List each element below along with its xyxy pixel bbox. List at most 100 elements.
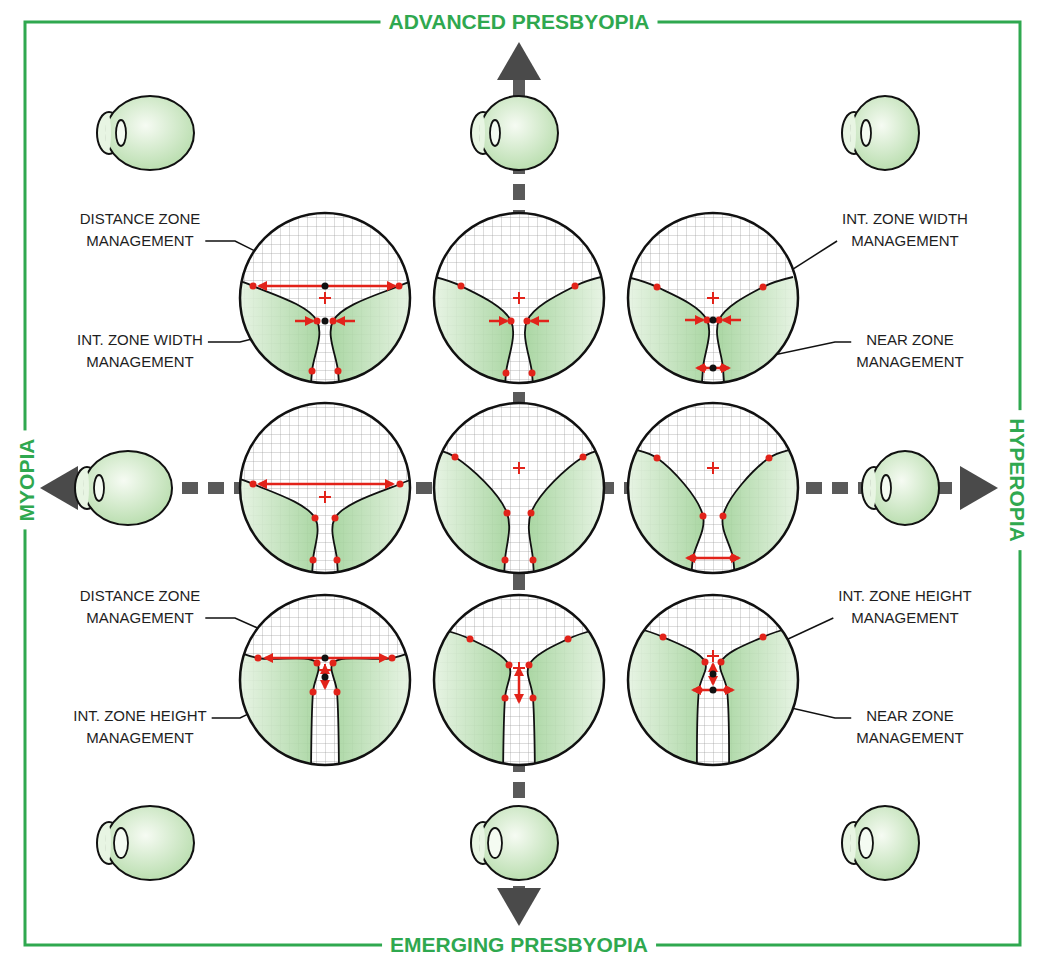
lens-zone [419, 629, 510, 780]
zone-point [314, 660, 321, 667]
zone-arrow [723, 319, 741, 322]
drawing-part [419, 403, 619, 588]
zone-point [530, 695, 537, 702]
lens-outline [240, 595, 410, 765]
drawing-part [83, 469, 89, 507]
zone-point [730, 555, 737, 562]
zone-point [503, 370, 510, 377]
zone-point [334, 557, 341, 564]
drawing-part [613, 213, 813, 398]
lens-diagrams [223, 213, 813, 780]
drawing-part [881, 475, 891, 501]
drawing-part [116, 120, 126, 146]
drawing-part [871, 451, 939, 525]
zone-point [389, 655, 396, 662]
eyeball-icon [842, 96, 919, 170]
callout-point [710, 317, 717, 324]
callout-label: INT. ZONE HEIGHT MANAGEMENT [830, 585, 980, 629]
fitting-cross [707, 462, 719, 474]
drawing-part [497, 888, 541, 926]
callout-label: NEAR ZONE MANAGEMENT [835, 329, 985, 373]
zone-arrow [259, 483, 393, 486]
zone-point [310, 557, 317, 564]
drawing-part [850, 114, 856, 152]
zone-point [332, 515, 339, 522]
lens-diagram [419, 403, 619, 588]
zone-point [700, 513, 707, 520]
lens-diagram [223, 213, 429, 398]
zone-point [720, 513, 727, 520]
axis-label: EMERGING PRESBYOPIA [382, 932, 656, 958]
drawing-part [105, 114, 111, 152]
zone-point [760, 634, 767, 641]
eyeball-icons [75, 96, 939, 880]
eyeball-icon [471, 96, 558, 170]
drawing-part [850, 824, 856, 862]
eyeball-icon [862, 451, 939, 525]
zone-point [250, 481, 257, 488]
eyeball-icon [75, 451, 172, 525]
lens-outline [628, 595, 798, 765]
drawing-part [480, 806, 558, 880]
drawing-part [225, 595, 425, 780]
lens-outline [628, 213, 798, 383]
lens-zone [613, 627, 706, 780]
zone-arrow [489, 320, 507, 323]
lens-diagram [419, 595, 619, 780]
lens-diagram [613, 213, 813, 398]
lens-diagram [223, 403, 430, 588]
drawing-part [240, 403, 410, 573]
callout-point [322, 283, 329, 290]
lens-zone [722, 448, 813, 588]
fitting-cross [319, 491, 331, 503]
drawing-part [419, 595, 619, 780]
zone-point [458, 283, 465, 290]
lens-zone [528, 629, 619, 780]
zone-arrow [518, 668, 521, 702]
zone-point [330, 660, 337, 667]
drawing-part [613, 595, 813, 780]
zone-point [310, 689, 317, 696]
callout-label: INT. ZONE WIDTH MANAGEMENT [65, 329, 215, 373]
drawing-part [40, 466, 78, 510]
zone-boundary [440, 629, 510, 780]
drawing-part [859, 828, 873, 858]
zone-point [396, 283, 403, 290]
lens-diagram [225, 595, 425, 780]
lens-zone [613, 448, 704, 588]
zone-point [502, 557, 509, 564]
fitting-cross [319, 292, 331, 304]
lens-outline [240, 403, 410, 573]
zone-point [580, 454, 587, 461]
zone-boundary [633, 627, 706, 780]
callout-point [322, 674, 329, 681]
drawing-part [114, 828, 128, 858]
drawing-part [84, 451, 172, 525]
drawing-part [479, 114, 485, 152]
zone-point [335, 368, 342, 375]
lens-diagram [419, 213, 619, 398]
zone-point [314, 318, 321, 325]
zone-arrow [337, 320, 355, 323]
lens-outline [434, 595, 604, 765]
callout-point [710, 687, 717, 694]
zone-point [312, 515, 319, 522]
zone-point [704, 317, 711, 324]
zone-point [255, 655, 262, 662]
drawing-part [497, 42, 541, 80]
zone-point [528, 510, 535, 517]
zone-point [504, 510, 511, 517]
lens-outline [240, 213, 410, 383]
zone-point [524, 318, 531, 325]
eyeball-icon [97, 806, 194, 880]
zone-point [250, 283, 257, 290]
zone-arrow [295, 320, 313, 323]
drawing-part [851, 806, 919, 880]
eyeball-icon [97, 96, 194, 170]
zone-point [724, 687, 731, 694]
zone-point [309, 368, 316, 375]
drawing-part [105, 824, 111, 862]
callout-point [710, 365, 717, 372]
zone-point [565, 636, 572, 643]
axis-label: MYOPIA [14, 431, 40, 530]
